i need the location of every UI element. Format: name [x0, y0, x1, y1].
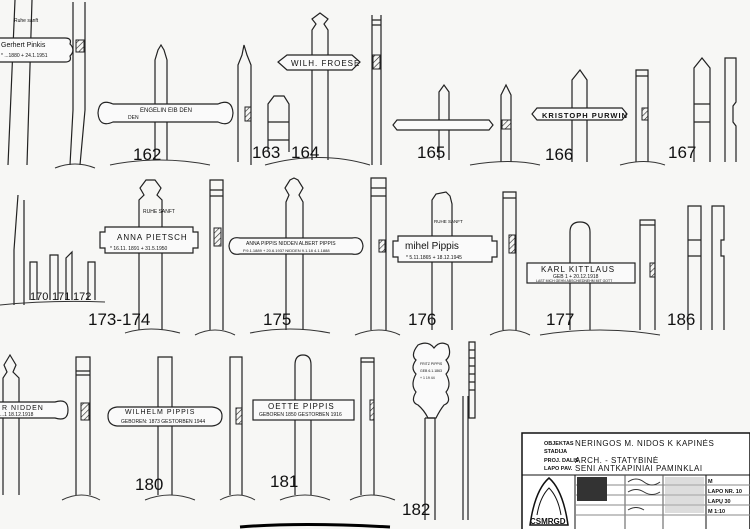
part-value: ARCH. - STATYBINĖ [575, 456, 659, 465]
inscription: FRITZ PIPPIS [420, 362, 443, 366]
inscription: R NIDDEN [2, 405, 44, 412]
side-post [54, 2, 96, 169]
monument-number: 170 [30, 291, 48, 303]
sheet-info: LAPO NR. 10 [708, 489, 742, 495]
monument-182: FRITZ PIPPIS GEB 6.1.1863 + 1 19 44 182 [402, 341, 476, 520]
inscription: WILH. FROESE [291, 59, 360, 68]
monument-number: 173-174 [88, 310, 150, 329]
monument-162: ENGELIN EIB DEN DEN 162 [97, 43, 234, 166]
inscription: P.9.1.1889 + 20.6.1937 NIDDEN 9.1.18 4.1… [243, 248, 330, 253]
monument-165: 165 [392, 83, 541, 166]
monument-number: 172 [73, 291, 91, 303]
monument-166: KRISTOPH PURWIN 166 [531, 68, 666, 166]
monuments-170-172: 170 171 172 [0, 194, 106, 306]
inscription: GEBOREN 1850 GESTORBEN 1916 [259, 412, 342, 418]
monument-number: 166 [545, 145, 573, 164]
inscription: * ...1880 + 24.1.1951 [1, 53, 48, 59]
inscription: ANNA PIPPIS NIDDEN ALBERT PIPPIS [246, 241, 336, 247]
logo-text: CSMRGD [530, 517, 566, 526]
monument-177: KARL KITTLAUS GEB 1 + 20.12.1918 LAST MI… [526, 219, 661, 336]
side-post [371, 15, 382, 165]
signatures [627, 478, 661, 511]
inscription: WILHELM PIPPIS [125, 409, 195, 416]
monument-167: 167 [668, 57, 737, 162]
monument-number: 181 [270, 472, 298, 491]
monument-number: 182 [402, 500, 430, 519]
side-post [354, 177, 401, 336]
signature-block [577, 477, 607, 501]
inscription: ANNA PIETSCH [117, 233, 188, 242]
monument-173-174: RUHE SANFT ANNA PIETSCH * 16.11. 1891 + … [88, 179, 199, 334]
monument-number: 176 [408, 310, 436, 329]
sheet-info: M 1:10 [708, 509, 725, 515]
inscription: GEB 6.1.1863 [420, 369, 442, 373]
monument-164: WILH. FROESE 164 [264, 12, 371, 166]
part-label: PROJ. DALIS [544, 458, 579, 464]
monument-175: ANNA PIPPIS NIDDEN ALBERT PIPPIS P.9.1.1… [228, 177, 364, 334]
inscription: + 1 19 44 [420, 376, 435, 380]
inscription: OETTE PIPPIS [268, 402, 335, 411]
monument-number: 177 [546, 310, 574, 329]
inscription: Ruhe sanft [14, 18, 39, 24]
stamp [665, 477, 704, 513]
inscription: LAST MICH GEHN ABSCHIEDNEHM MIT GOTT [536, 279, 613, 283]
monument-163: 163 [237, 44, 290, 165]
monument-number: 162 [133, 145, 161, 164]
inscription: RUHE SANFT [143, 209, 175, 215]
inscription: * 16.11. 1891 + 31.5.1950 [110, 246, 168, 252]
stage-label: STADIJA [544, 449, 567, 455]
inscription: KARL KITTLAUS [541, 265, 615, 274]
inscription: GEB 1 + 20.12.1918 [553, 274, 599, 280]
monument-180: WILHELM PIPPIS GEBOREN: 1873 GESTORBEN 1… [107, 356, 256, 501]
logo-arch-inner [536, 487, 562, 516]
inscription: Gerhert Pinkis [1, 42, 46, 49]
side-post [194, 179, 236, 336]
inscription: mihel Pippis [405, 241, 459, 252]
inscription: DEN [128, 115, 139, 121]
inscription: GEBOREN: 1873 GESTORBEN 1944 [121, 419, 205, 425]
sheet-label: LAPO PAV. [544, 466, 573, 472]
inscription: * 5.11.1865 + 18.12.1945 [406, 255, 462, 261]
logo-arch [529, 477, 569, 526]
object-value: NERINGOS M. NIDOS K KAPINĖS [575, 439, 714, 448]
monument-number: 175 [263, 310, 291, 329]
monument-176: RUHE SANFT mihel Pippis * 5.11.1865 + 18… [392, 191, 531, 336]
monument-181: OETTE PIPPIS GEBOREN 1850 GESTORBEN 1916… [252, 354, 396, 501]
sheet-value: SENI ANTKAPINIAI PAMINKLAI [575, 464, 703, 473]
inscription: RUHE SANFT [434, 219, 463, 224]
monument-row3-left: R NIDDEN ...1 18.12.1918 [0, 353, 101, 501]
monument-number: 165 [417, 143, 445, 162]
sheet-info: M [708, 479, 713, 485]
monument-number: 167 [668, 143, 696, 162]
monument-number: 171 [52, 291, 70, 303]
object-label: OBJEKTAS [544, 441, 574, 447]
scan-edge [239, 523, 391, 529]
inscription: KRISTOPH PURWIN [542, 111, 628, 120]
sheet-info: LAPŲ 30 [708, 499, 731, 505]
monument-number: 163 [252, 143, 280, 162]
inscription: ...1 18.12.1918 [0, 412, 34, 418]
monument-186: 186 [667, 205, 725, 330]
inscription: ENGELIN EIB DEN [140, 108, 192, 114]
monument-number: 180 [135, 475, 163, 494]
